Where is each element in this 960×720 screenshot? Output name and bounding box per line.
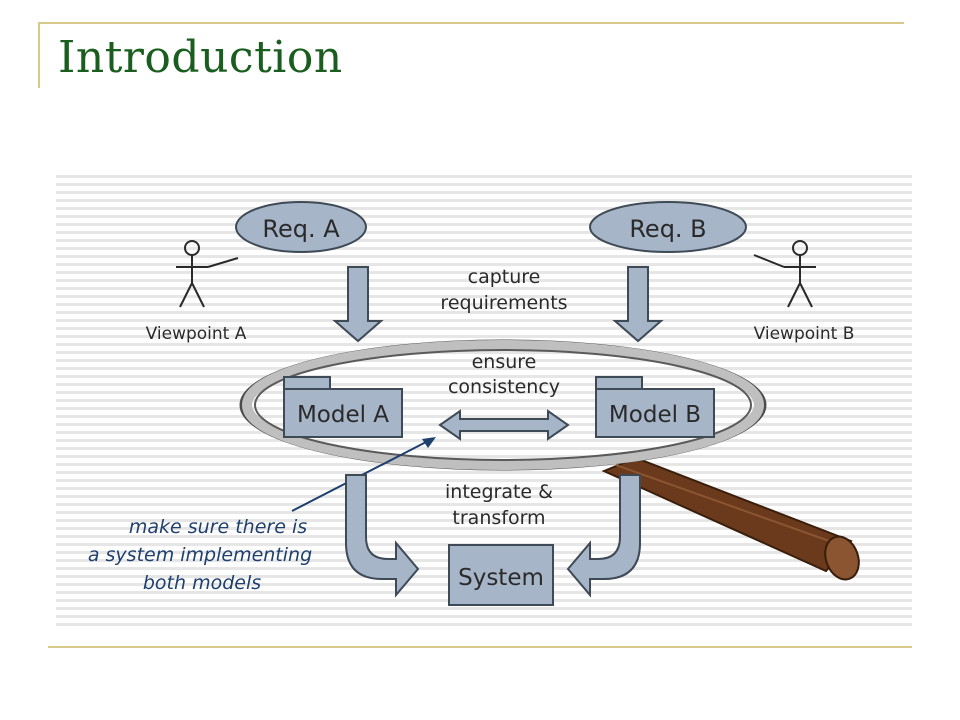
note-line1: make sure there is	[129, 516, 307, 538]
system-box: System	[448, 544, 554, 606]
req-b-ellipse: Req. B	[589, 201, 747, 253]
viewpoint-b-label: Viewpoint B	[754, 324, 855, 344]
slide-title: Introduction	[58, 32, 343, 83]
ensure-label-line1: ensure	[472, 351, 537, 373]
magnifier-lens-icon	[239, 339, 767, 471]
req-b-label: Req. B	[629, 215, 706, 243]
note-line2: a system implementing	[88, 544, 312, 566]
req-a-ellipse: Req. A	[235, 201, 367, 253]
model-b-folder-icon: Model B	[595, 376, 715, 438]
title-rule-top	[38, 22, 904, 24]
ensure-label-line2: consistency	[448, 376, 560, 398]
viewpoint-a-actor-icon	[176, 240, 239, 308]
model-a-to-system-arrow	[345, 474, 420, 598]
note-line3: both models	[143, 572, 261, 594]
integrate-label-line1: integrate &	[445, 481, 553, 503]
req-b-down-arrow	[612, 266, 664, 343]
viewpoint-a-label: Viewpoint A	[146, 324, 247, 344]
model-b-label: Model B	[609, 402, 701, 428]
model-a-label: Model A	[297, 402, 389, 428]
bottom-rule	[48, 646, 912, 648]
req-a-down-arrow	[332, 266, 384, 343]
capture-label-line2: requirements	[440, 292, 567, 314]
model-b-to-system-arrow	[566, 474, 641, 598]
title-rule-left	[38, 22, 40, 88]
consistency-double-arrow	[438, 409, 570, 441]
diagram: Req. A Req. B Viewpoint A Viewpoint B	[56, 175, 912, 628]
req-a-label: Req. A	[262, 215, 340, 243]
model-a-folder-icon: Model A	[283, 376, 403, 438]
viewpoint-b-actor-icon	[753, 240, 816, 308]
system-label: System	[458, 565, 544, 591]
capture-label-line1: capture	[468, 266, 541, 288]
integrate-label-line2: transform	[452, 507, 545, 529]
